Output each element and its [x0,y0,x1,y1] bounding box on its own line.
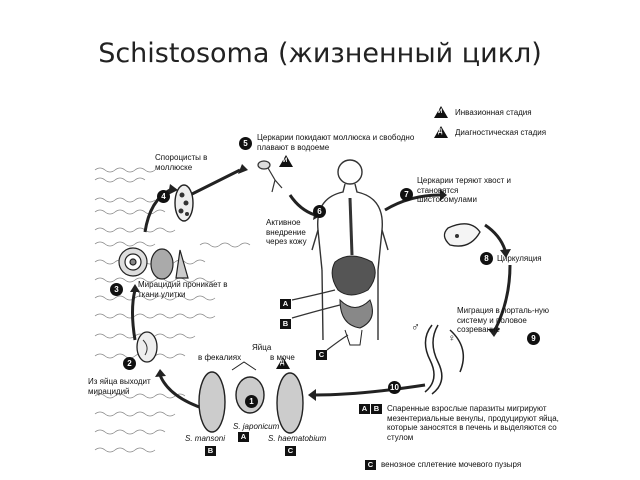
egg-box-a: A [238,432,249,442]
eggs-diagnostic-symbol: Д [280,360,285,366]
water-waves [94,167,251,453]
miracidium-figure [136,331,158,363]
site-box-c: C [316,350,327,360]
diagnostic-stage-icon: Д [434,126,448,138]
label-in-feces: в фекалиях [198,353,242,362]
diagnostic-stage-symbol: Д [438,129,443,135]
label-eggs-hatch: Из яйца выходит мирацидий [88,377,151,396]
egg-bracket [231,361,257,371]
egg-box-c: C [285,446,296,456]
adult-worms-figure [424,324,465,395]
label-cercariae-lose-tail: Церкарии теряют хвост и становятся шисто… [417,176,511,204]
slide-title: Schistosoma (жизненный цикл) [98,38,542,69]
cycle-arrows [131,168,512,414]
male-symbol: ♂ [411,320,420,334]
cercaria-infective-icon: И [279,155,293,167]
note-box-c: C [365,460,376,470]
eggs-diagnostic-icon: Д [276,357,290,369]
step-1-marker: 1 [245,395,258,408]
infective-stage-icon: И [434,106,448,118]
snail-figures [118,247,189,280]
label-s-japonicum: S. japonicum [233,422,280,431]
legend-diagnostic-stage: Диагностическая стадия [455,128,547,137]
egg-box-b: B [205,446,216,456]
label-in-urine: в моче [270,353,295,362]
arrow-heads [130,164,511,401]
label-circulation: Циркуляция [497,254,542,263]
step-7-marker: 7 [400,188,413,201]
label-adults-note: Спаренные взрослые паразиты мигрируют ме… [387,404,559,442]
cercaria-figure [257,160,283,193]
step-8-marker: 8 [480,252,493,265]
label-venous-plexus: венозное сплетение мочевого пузыря [381,460,522,469]
label-active-penetration: Активное внедрение через кожу [266,218,307,246]
cercaria-infective-symbol: И [283,158,288,164]
legend-infective-stage: Инвазионная стадия [455,108,532,117]
label-migration: Миграция в порталь-ную систему и половое… [457,306,550,334]
step-3-marker: 3 [110,283,123,296]
note-box-a: A [359,404,370,414]
schistosomulum-figure [443,223,481,247]
note-box-b: B [371,404,382,414]
label-sporocysts: Спороцисты в моллюске [155,153,208,172]
label-eggs: Яйца [252,343,272,352]
label-s-mansoni: S. mansoni [185,434,226,443]
step-10-marker: 10 [388,381,401,394]
step-2-marker: 2 [123,357,136,370]
female-symbol: ♀ [448,333,456,344]
site-box-a: A [280,299,291,309]
internal-organs [291,197,376,351]
step-5-marker: 5 [239,137,252,150]
infective-stage-symbol: И [438,109,443,115]
step-6-marker: 6 [313,205,326,218]
label-miracidia-penetrate: Мирацидий проникает в ткани улитки [138,280,228,299]
sporocyst-figure [174,184,194,222]
human-body [311,159,389,341]
step-9-marker: 9 [527,332,540,345]
step-4-marker: 4 [157,190,170,203]
site-box-b: B [280,319,291,329]
label-cercariae-leave: Церкарии покидают моллюска и свободно пл… [257,133,415,152]
label-s-haematobium: S. haematobium [268,434,327,443]
